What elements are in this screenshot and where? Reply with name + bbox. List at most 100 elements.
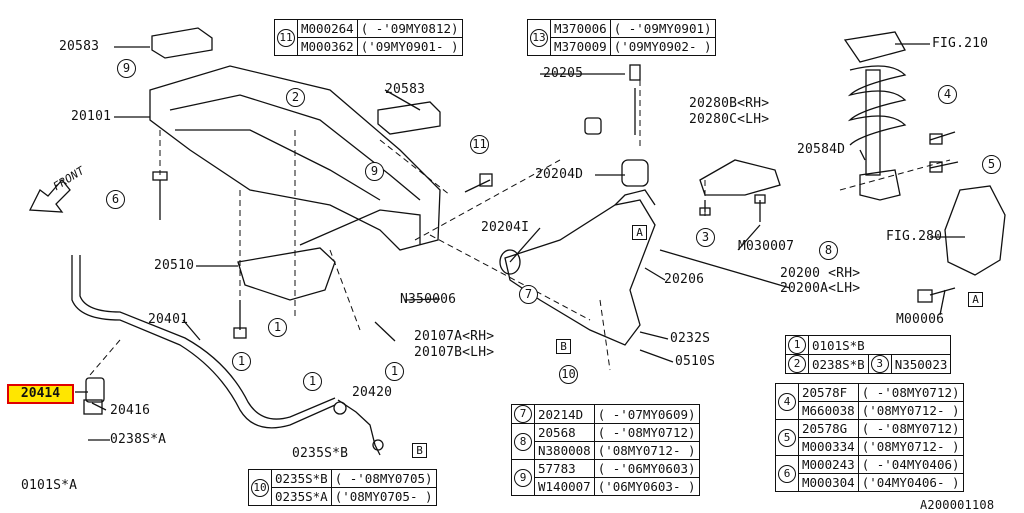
part-number[interactable]: 20578F	[798, 383, 859, 402]
part-label-20101[interactable]: 20101	[71, 109, 112, 124]
part-label-20107a[interactable]: 20107A<RH>	[414, 329, 495, 344]
part-label-0238s-a[interactable]: 0238S*A	[110, 432, 167, 447]
table-index: 2	[788, 355, 806, 373]
part-number[interactable]: M000362	[297, 37, 358, 56]
callout-3[interactable]: 3	[696, 228, 715, 247]
table-index: 8	[514, 432, 532, 451]
part-label-20416[interactable]: 20416	[110, 403, 151, 418]
part-number[interactable]: M000264	[297, 19, 358, 38]
diagram-id: A200001108	[920, 498, 995, 512]
model-year-range: ('08MY0712- )	[593, 441, 700, 460]
model-year-range: ( -'04MY0406)	[857, 455, 964, 474]
model-year-range: ('08MY0705- )	[330, 487, 437, 506]
part-number[interactable]: 20578G	[798, 419, 859, 438]
part-label-0101s-a[interactable]: 0101S*A	[21, 478, 78, 493]
callout-9[interactable]: 9	[117, 59, 136, 78]
part-label-m00006[interactable]: M00006	[896, 312, 945, 327]
part-label-20200[interactable]: 20200 <RH>	[780, 266, 861, 281]
ref-box-a[interactable]: A	[968, 292, 983, 307]
part-label-20583[interactable]: 20583	[385, 82, 426, 97]
part-label-20280b[interactable]: 20280B<RH>	[689, 96, 770, 111]
model-year-range: ( -'06MY0603)	[593, 459, 700, 478]
ref-box-b[interactable]: B	[412, 443, 427, 458]
callout-7[interactable]: 7	[519, 285, 538, 304]
callout-5[interactable]: 5	[982, 155, 1001, 174]
part-label-20204i[interactable]: 20204I	[481, 220, 530, 235]
callout-1[interactable]: 1	[385, 362, 404, 381]
callout-4[interactable]: 4	[938, 85, 957, 104]
part-label-20204d[interactable]: 20204D	[535, 167, 584, 182]
part-number[interactable]: 57783	[534, 459, 595, 478]
part-label-20107b[interactable]: 20107B<LH>	[414, 345, 495, 360]
part-label-20205[interactable]: 20205	[543, 66, 584, 81]
fastener-table: 1 0101S*B 2 0238S*B 3 N350023	[785, 335, 952, 374]
part-label-0235s-b[interactable]: 0235S*B	[292, 446, 349, 461]
part-number[interactable]: M000334	[798, 437, 859, 456]
callout-1[interactable]: 1	[268, 318, 287, 337]
table-index: 3	[870, 355, 889, 373]
part-number[interactable]: M660038	[798, 401, 859, 420]
part-label-20280c[interactable]: 20280C<LH>	[689, 112, 770, 127]
model-year-range: ('08MY0712- )	[857, 401, 964, 420]
callout-2[interactable]: 2	[286, 88, 305, 107]
part-label-20401[interactable]: 20401	[148, 312, 189, 327]
callout-1[interactable]: 1	[232, 352, 251, 371]
ref-box-b[interactable]: B	[556, 339, 571, 354]
model-year-range: ( -'08MY0712)	[857, 383, 964, 402]
part-label-20584d[interactable]: 20584D	[797, 142, 846, 157]
callout-6[interactable]: 6	[106, 190, 125, 209]
ref-box-a[interactable]: A	[632, 225, 647, 240]
table-index: 9	[514, 468, 532, 487]
callout-1[interactable]: 1	[303, 372, 322, 391]
table-index: 13	[530, 28, 548, 47]
model-year-range: ('09MY0901- )	[356, 37, 463, 56]
part-label-20583[interactable]: 20583	[59, 39, 100, 54]
part-number[interactable]: 0101S*B	[807, 335, 952, 355]
part-number[interactable]: N380008	[534, 441, 595, 460]
model-year-range: ( -'08MY0712)	[593, 423, 700, 442]
part-label-20206[interactable]: 20206	[664, 272, 705, 287]
callout-8[interactable]: 8	[819, 241, 838, 260]
part-number[interactable]: 0235S*B	[271, 469, 332, 488]
callout-10[interactable]: 10	[559, 365, 578, 384]
part-number[interactable]: M000243	[798, 455, 859, 474]
part-number[interactable]: M370006	[550, 19, 611, 38]
part-label-n350006[interactable]: N350006	[400, 292, 457, 307]
table-index: 6	[778, 464, 796, 483]
part-number[interactable]: 0238S*B	[808, 354, 869, 374]
figure-ref-280[interactable]: FIG.280	[886, 229, 943, 244]
part-number[interactable]: 20214D	[534, 404, 595, 424]
part-number[interactable]: W140007	[534, 477, 595, 496]
part-label-m030007[interactable]: M030007	[738, 239, 795, 254]
model-year-range: ('08MY0712- )	[857, 437, 964, 456]
part-label-0232s[interactable]: 0232S	[670, 331, 711, 346]
part-label-20510[interactable]: 20510	[154, 258, 195, 273]
model-year-range: ( -'09MY0901)	[609, 19, 716, 38]
variant-table-7-8-9: 7 20214D ( -'07MY0609) 8 20568 ( -'08MY0…	[511, 404, 700, 496]
callout-11[interactable]: 11	[470, 135, 489, 154]
callout-9[interactable]: 9	[365, 162, 384, 181]
model-year-range: ( -'08MY0712)	[857, 419, 964, 438]
figure-ref-210[interactable]: FIG.210	[932, 36, 989, 51]
part-number[interactable]: 20568	[534, 423, 595, 442]
part-label-20200a[interactable]: 20200A<LH>	[780, 281, 861, 296]
table-index: 10	[251, 478, 269, 497]
part-label-0510s[interactable]: 0510S	[675, 354, 716, 369]
table-index: 11	[277, 28, 295, 47]
model-year-range: ( -'09MY0812)	[356, 19, 463, 38]
part-number[interactable]: M370009	[550, 37, 611, 56]
part-label-20420[interactable]: 20420	[352, 385, 393, 400]
model-year-range: ( -'08MY0705)	[330, 469, 437, 488]
model-year-range: ('06MY0603- )	[593, 477, 700, 496]
part-number[interactable]: M000304	[798, 473, 859, 492]
table-index: 1	[788, 336, 806, 354]
table-index: 5	[778, 428, 796, 447]
model-year-range: ('09MY0902- )	[609, 37, 716, 56]
highlighted-part-number[interactable]: 20414	[7, 384, 74, 404]
model-year-range: ( -'07MY0609)	[593, 404, 700, 424]
part-number[interactable]: 0235S*A	[271, 487, 332, 506]
variant-table-13: 13 M370006 ( -'09MY0901) M370009 ('09MY0…	[527, 19, 716, 56]
part-number[interactable]: N350023	[890, 354, 952, 374]
